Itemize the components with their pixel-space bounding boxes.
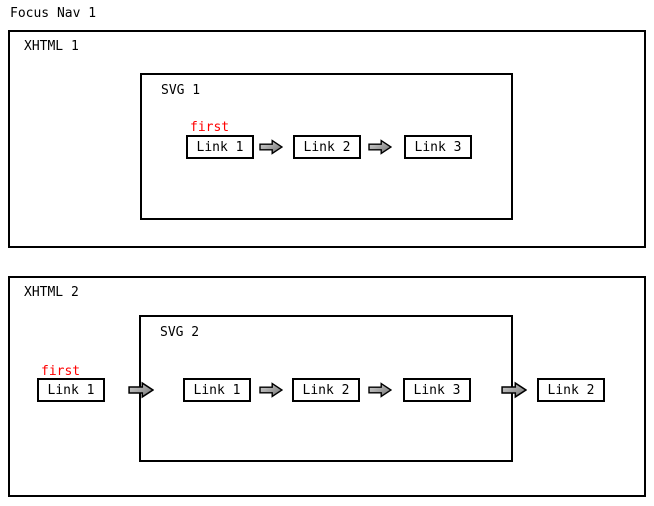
svg2-box: SVG 2 Link 1 Link 2 Link 3 [139, 315, 513, 462]
right-arrow-icon [259, 139, 283, 155]
link-box-xhtml2-link2: Link 2 [537, 378, 605, 402]
diagram-title: Focus Nav 1 [10, 6, 97, 21]
link-box-svg1-link1: Link 1 [186, 135, 254, 159]
first-focus-label: first [41, 364, 81, 379]
xhtml1-box: XHTML 1 SVG 1 first Link 1 Link 2 Link 3 [8, 30, 646, 248]
link-box-svg2-link1: Link 1 [183, 378, 251, 402]
link-box-svg2-link3: Link 3 [403, 378, 471, 402]
first-focus-label: first [190, 120, 230, 135]
link-box-svg2-link2: Link 2 [292, 378, 360, 402]
right-arrow-icon [501, 381, 527, 399]
right-arrow-icon [259, 382, 283, 398]
right-arrow-icon [368, 382, 392, 398]
link-box-svg1-link3: Link 3 [404, 135, 472, 159]
xhtml2-box: XHTML 2 first Link 1 SVG 2 Link 1 Link 2… [8, 276, 646, 497]
svg2-label: SVG 2 [160, 325, 200, 340]
right-arrow-icon [368, 139, 392, 155]
svg1-label: SVG 1 [161, 83, 201, 98]
link-box-xhtml2-link1: Link 1 [37, 378, 105, 402]
xhtml2-label: XHTML 2 [24, 285, 79, 300]
xhtml1-label: XHTML 1 [24, 39, 79, 54]
link-box-svg1-link2: Link 2 [293, 135, 361, 159]
right-arrow-icon [128, 381, 154, 399]
svg1-box: SVG 1 first Link 1 Link 2 Link 3 [140, 73, 513, 220]
